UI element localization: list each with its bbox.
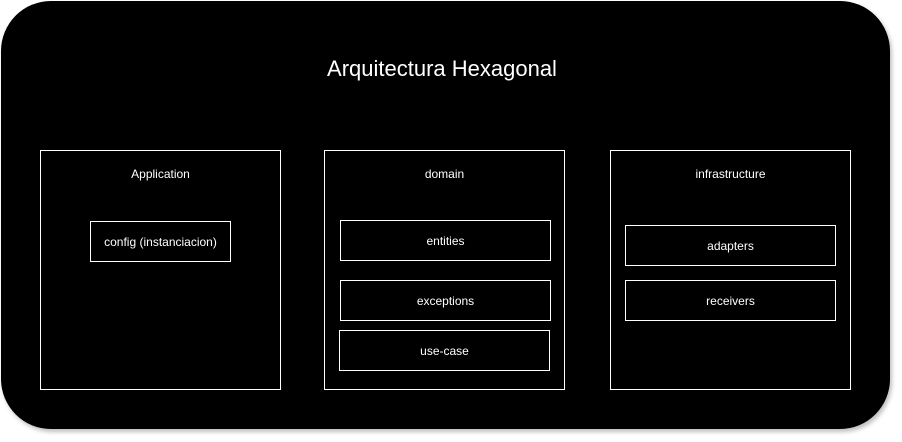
use-case-box: use-case xyxy=(339,330,550,371)
application-panel-label: Application xyxy=(131,167,190,181)
adapters-box: adapters xyxy=(625,225,836,266)
domain-panel-label: domain xyxy=(424,167,465,181)
hexagonal-architecture-container: Arquitectura Hexagonal Application confi… xyxy=(1,1,890,429)
entities-box: entities xyxy=(340,220,551,261)
application-panel: Application config (instanciacion) xyxy=(40,150,281,390)
infrastructure-panel-label: infrastructure xyxy=(695,167,766,181)
diagram-title: Arquitectura Hexagonal xyxy=(327,56,557,81)
exceptions-box: exceptions xyxy=(340,280,551,321)
receivers-box: receivers xyxy=(625,280,836,321)
config-box: config (instanciacion) xyxy=(90,221,231,262)
infrastructure-panel: infrastructure adapters receivers xyxy=(610,150,851,390)
domain-panel: domain entities exceptions use-case xyxy=(324,150,565,390)
